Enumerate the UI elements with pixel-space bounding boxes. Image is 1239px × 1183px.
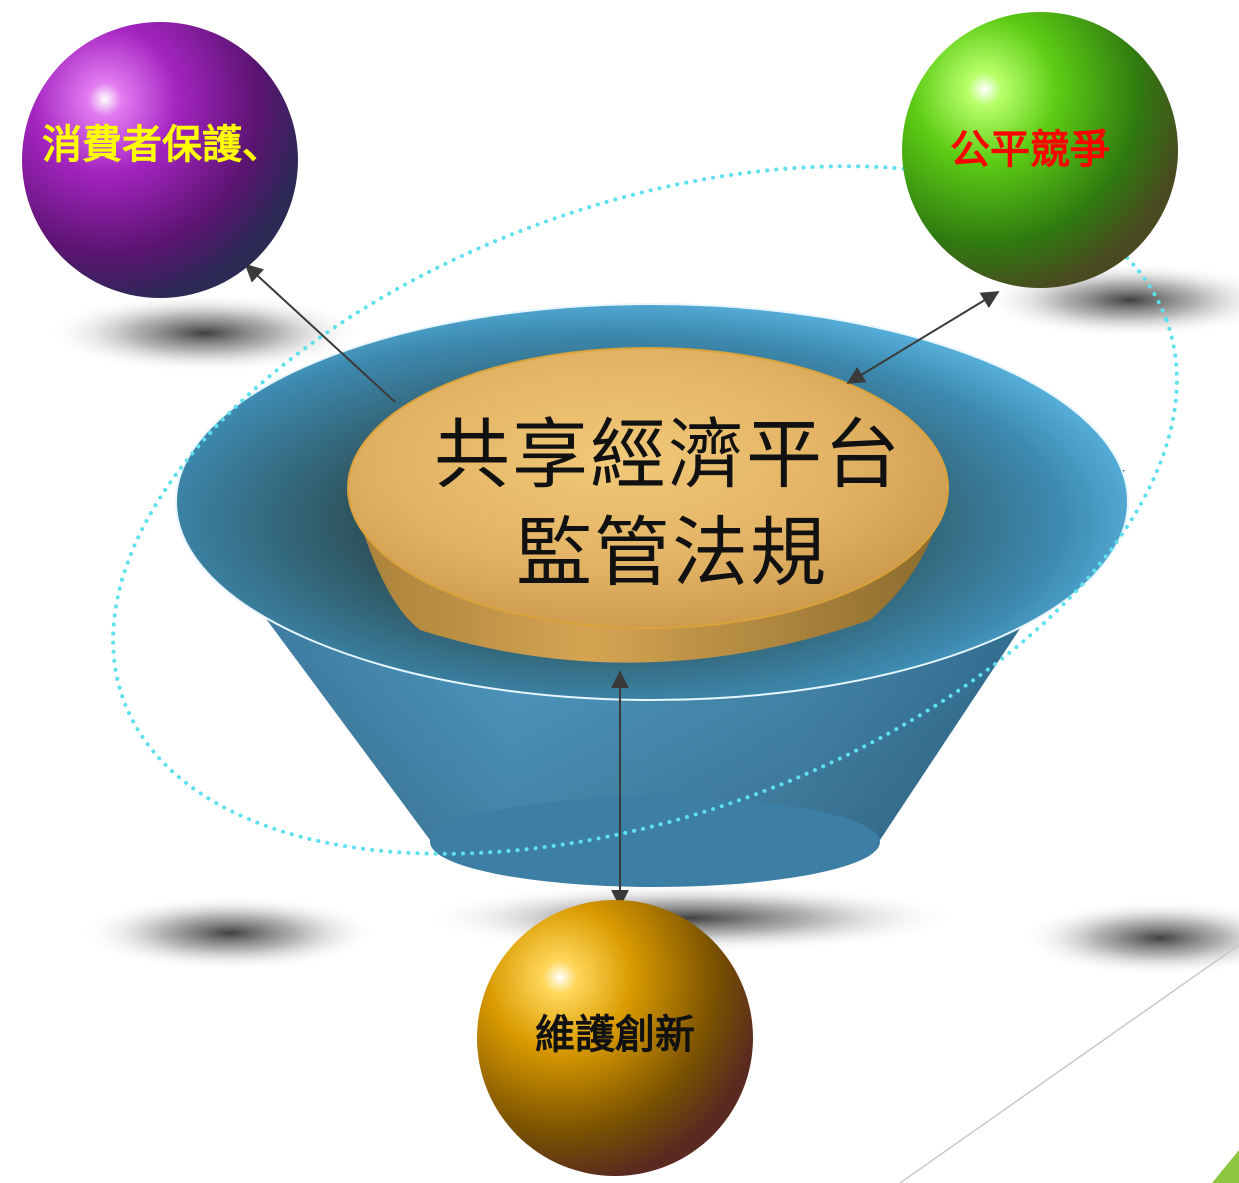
shadow-left-top <box>45 293 365 373</box>
center-title-line1: 共享經濟平台 <box>434 410 902 499</box>
sphere-innovation <box>477 900 753 1176</box>
corner-line <box>899 944 1239 1183</box>
sphere-consumer <box>22 22 298 298</box>
plate-top <box>347 347 949 629</box>
shadow-right-bottom <box>1020 900 1239 976</box>
bowl-bottom <box>430 797 880 887</box>
shadow-left-bottom <box>80 895 380 971</box>
corner-triangle <box>1212 1150 1239 1183</box>
orbit-ring <box>111 164 1179 856</box>
arrow-consumer <box>244 263 396 403</box>
label-consumer: 消費者保護、 <box>42 122 282 168</box>
label-innovation: 維護創新 <box>535 1012 695 1058</box>
sphere-competition <box>902 12 1178 288</box>
center-title-line2: 監管法規 <box>516 508 828 597</box>
label-competition: 公平競爭 <box>950 127 1110 173</box>
arrow-competition <box>846 291 1000 384</box>
